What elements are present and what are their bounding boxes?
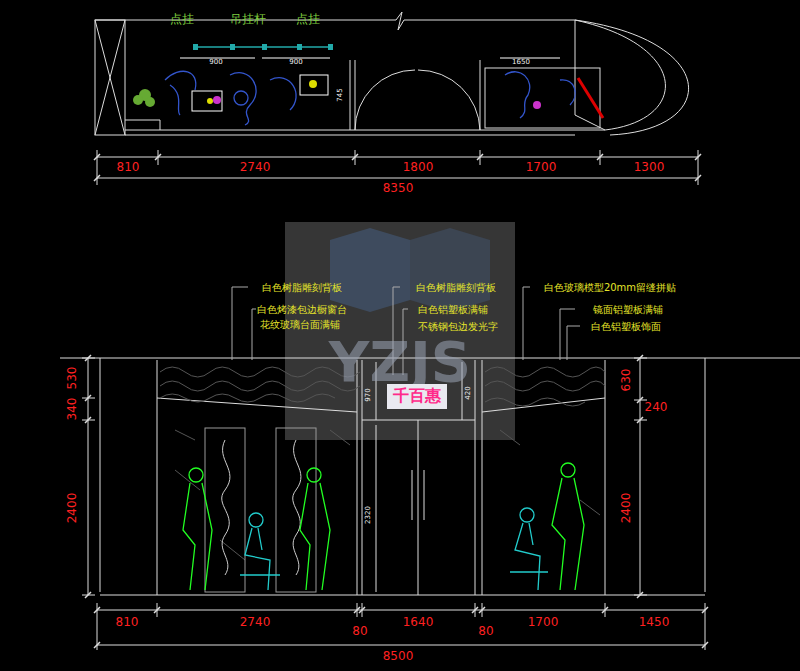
dimension-text: 2400: [66, 493, 79, 524]
dimension-text: 810: [116, 616, 139, 629]
shop-sign: 千百惠: [387, 384, 447, 409]
material-note: 镜面铝塑板满铺: [593, 304, 663, 315]
sign-text: 千百惠: [393, 386, 441, 407]
material-note: 白色树脂雕刻背板: [262, 282, 342, 293]
material-note: 白色玻璃模型20mm留缝拼贴: [544, 282, 676, 293]
dimension-text: 630: [620, 369, 633, 392]
dimension-text: 810: [117, 161, 140, 174]
small-dimension: 745: [337, 88, 345, 101]
dimension-text: 530: [66, 367, 79, 390]
material-note: 白色铝塑板满铺: [418, 304, 488, 315]
dimension-text: 80: [478, 625, 493, 638]
dimension-text: 1450: [639, 616, 670, 629]
material-note: 白色铝塑板饰面: [591, 321, 661, 332]
dimension-text: 8350: [383, 182, 414, 195]
material-note: 白色烤漆包边橱窗台: [257, 304, 347, 315]
plan-label: 吊挂杆: [230, 13, 266, 26]
dimension-text: 1300: [634, 161, 665, 174]
small-dimension: 420: [465, 386, 473, 399]
dimension-text: 80: [352, 625, 367, 638]
dimension-text: 2400: [620, 493, 633, 524]
dimension-text: 340: [66, 398, 79, 421]
dimension-text: 2740: [240, 161, 271, 174]
dimension-text: 1640: [403, 616, 434, 629]
plan-label: 点挂: [170, 13, 194, 26]
material-note: 花纹玻璃台面满铺: [260, 319, 340, 330]
dimension-text: 2740: [240, 616, 271, 629]
dimension-text: 8500: [383, 650, 414, 663]
dimension-text: 240: [645, 401, 668, 414]
small-dimension: 970: [365, 388, 373, 401]
small-dimension: 1650: [512, 59, 530, 67]
dimension-text: 1800: [403, 161, 434, 174]
plan-label: 点挂: [296, 13, 320, 26]
dimension-text: 1700: [528, 616, 559, 629]
small-dimension: 900: [209, 59, 222, 67]
material-note: 不锈钢包边发光字: [418, 321, 498, 332]
dimension-text: 1700: [526, 161, 557, 174]
small-dimension: 900: [289, 59, 302, 67]
small-dimension: 2320: [365, 506, 373, 524]
material-note: 白色树脂雕刻背板: [416, 282, 496, 293]
